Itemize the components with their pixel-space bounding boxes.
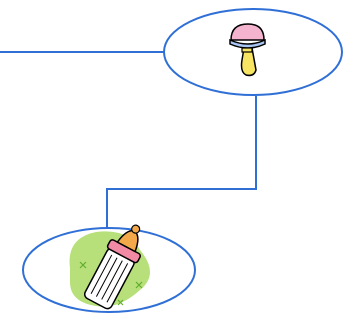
node-rattle[interactable] [163,8,343,96]
connector-rattle-to-bottle [106,96,257,232]
baby-rattle-icon [229,23,266,77]
baby-bottle-icon [69,224,150,310]
connectors [0,51,257,232]
node-bottle[interactable] [22,218,196,313]
sparkles [79,261,143,306]
